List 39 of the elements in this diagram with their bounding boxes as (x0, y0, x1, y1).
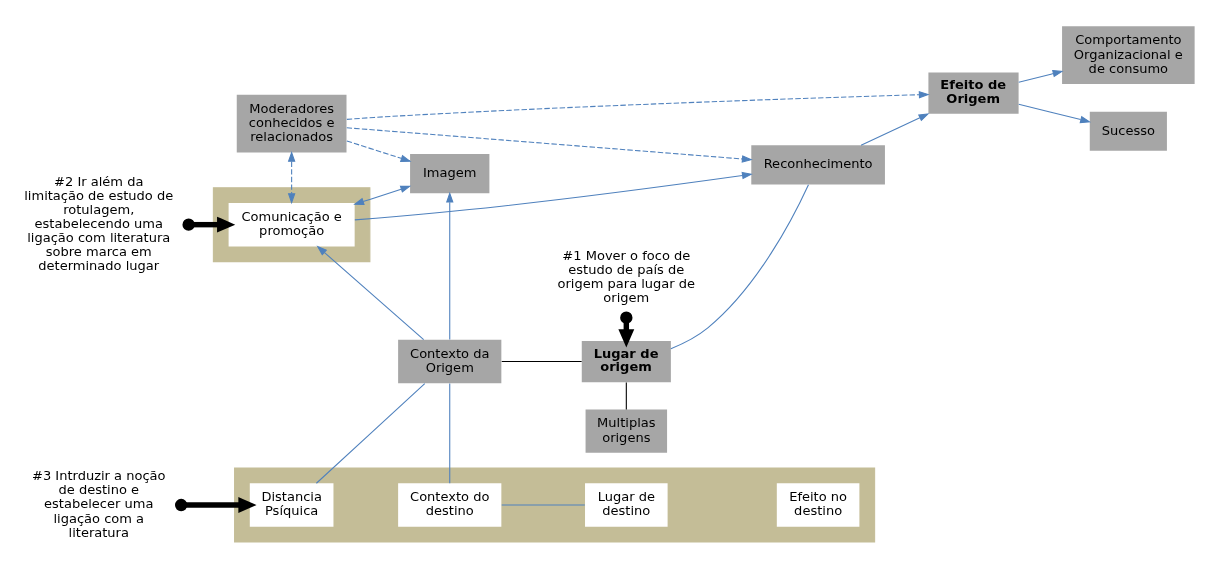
node-box: Comportamento Organizacional e de consumo (1062, 25, 1195, 84)
node-text: #2 Ir além da limitação de estudo de rotulagem, estabelecendo uma ligação com literatura sobre marca em determinado lugar (24, 173, 174, 273)
node-box: Efeito de Origem (928, 72, 1019, 114)
connector (315, 382, 426, 484)
arrow (287, 150, 296, 204)
node-text: #3 Intrduzir a noção de destino e estabelecer uma ligação com a literatura (31, 467, 166, 540)
arrow (860, 112, 930, 146)
connector (449, 382, 451, 484)
arrow (353, 185, 412, 205)
node-box: Distancia Psíquica (249, 482, 334, 527)
arrow (346, 90, 930, 120)
arrow (346, 139, 412, 162)
node-box: Contexto do destino (398, 482, 502, 527)
connector (625, 381, 627, 410)
node-box: Reconhecimento (751, 144, 885, 184)
node-box: Lugar de origem (581, 340, 671, 382)
arrow (346, 126, 753, 163)
arrow (445, 191, 454, 340)
arrow (618, 310, 635, 347)
node-text: #1 Mover o foco de estudo de país de origem para lugar de origem (557, 247, 696, 305)
connector (501, 360, 583, 362)
node-box: Sucesso (1089, 111, 1167, 151)
arrow (354, 171, 753, 220)
node-box: Multiplas origens (585, 408, 668, 453)
arrow (1018, 103, 1092, 123)
connector (501, 503, 586, 506)
cluster (234, 467, 876, 542)
arrow (1018, 69, 1064, 83)
arrow (182, 216, 236, 233)
arrow (316, 245, 425, 340)
arrow (174, 496, 257, 513)
connector (670, 183, 809, 349)
node-box: Efeito no destino (776, 482, 860, 527)
node-box: Contexto da Origem (398, 339, 502, 383)
node-box: Lugar de destino (585, 482, 668, 527)
cluster (212, 186, 371, 262)
node-box: Moderadores conhecidos e relacionados (236, 94, 347, 152)
node-box: Imagem (410, 153, 490, 193)
node-box: Comunicação e promoção (228, 202, 355, 246)
